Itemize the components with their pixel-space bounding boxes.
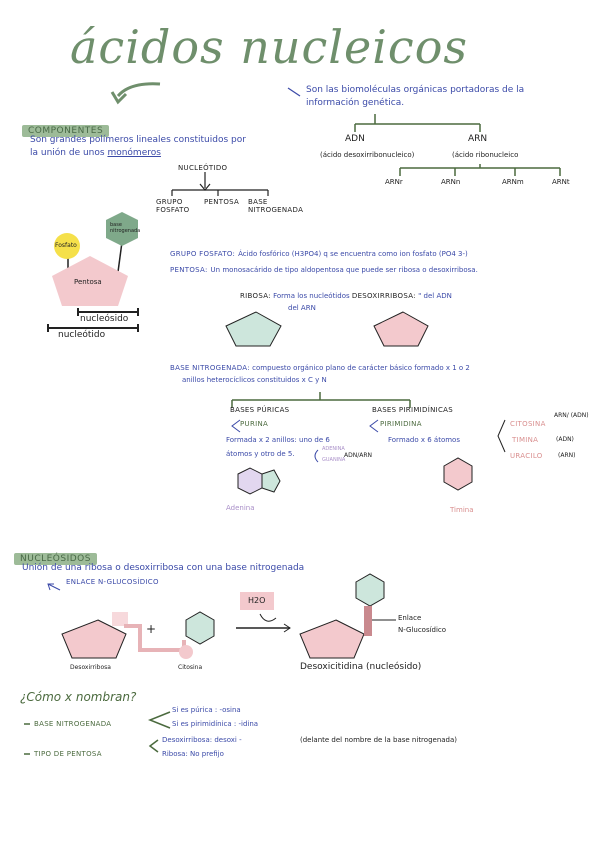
intro-text: Son las biomoléculas orgánicas portadora… xyxy=(306,85,525,108)
bullet-base: BASE NITROGENADA: compuesto orgánico pla… xyxy=(170,364,580,373)
purina-desc1: Formada x 2 anillos: uno de 6 xyxy=(226,436,330,444)
componentes-heading: COMPONENTES xyxy=(22,125,110,137)
nombrar-tipo-label: TIPO DE PENTOSA xyxy=(34,750,102,758)
nucleosidos-heading: NUCLEÓSIDOS xyxy=(14,553,97,565)
adn-label: ADN xyxy=(345,134,365,144)
citosina-caption: Citosina xyxy=(178,664,203,671)
guanina-tag: GUANINA xyxy=(322,457,346,463)
ribosa-rule: Ribosa: No prefijo xyxy=(162,750,224,758)
fosfato-label: Fosfato xyxy=(55,242,77,249)
bullet-fosfato: GRUPO FOSFATO: Ácido fosfórico (H3PO4) q… xyxy=(170,248,580,261)
desox-label: DESOXIRRIBOSA: xyxy=(351,292,416,300)
si-pirimidinica: Si es pirimidínica : -idina xyxy=(172,720,259,728)
plus-sign: + xyxy=(146,622,157,636)
bases-puricas: BASES PÚRICAS xyxy=(230,406,290,414)
uracilo-base: URACILO xyxy=(510,452,543,460)
arn-label: ARN xyxy=(468,134,488,144)
timina-caption: Timina xyxy=(450,506,474,514)
si-purica: Si es púrica : -osina xyxy=(172,706,241,714)
citosina-base: CITOSINA xyxy=(510,420,546,428)
nucleosidos-text: Unión de una ribosa o desoxirribosa con … xyxy=(22,563,305,573)
bullet-pentosa: PENTOSA: Un monosacárido de tipo aldopen… xyxy=(170,264,580,277)
componentes-line1: Son grandes polímeros lineales constitui… xyxy=(30,135,246,145)
nucleosido-label: nucleósido xyxy=(80,314,129,324)
uracilo-tag: (ARN) xyxy=(558,452,576,459)
bullet-base-text2: anillos heterocíclicos constituidos x C … xyxy=(182,376,327,384)
del-arn: del ARN xyxy=(288,304,316,312)
bullet-pentosa-label: PENTOSA: xyxy=(170,266,208,274)
desox-text: " del ADN xyxy=(418,292,452,300)
adenina-tag: ADENINA xyxy=(322,446,345,452)
part-fosfato: GRUPO FOSFATO xyxy=(156,198,190,214)
bullet-base-text1: compuesto orgánico plano de carácter bás… xyxy=(252,364,470,372)
ribosa-text: Forma los nucleótidos xyxy=(273,292,350,300)
arn-full: (ácido ribonucleico xyxy=(452,151,519,159)
nucleotido-root: NUCLEÓTIDO xyxy=(178,164,228,172)
arn-type-m: ARNm xyxy=(502,178,524,186)
purina-label: PURINA xyxy=(240,420,269,428)
ribosa-line: RIBOSA: Forma los nucleótidos DESOXIRRIB… xyxy=(240,292,540,301)
desox-note: (delante del nombre de la base nitrogena… xyxy=(300,736,458,744)
componentes-line2: la unión de unos xyxy=(30,148,105,158)
enlace-n-label2: N-Glucosídico xyxy=(398,626,447,634)
purina-desc2: átomos y otro de 5. xyxy=(226,450,295,458)
arn-type-t: ARNt xyxy=(552,178,570,186)
componentes-text: Son grandes polímeros lineales constitui… xyxy=(30,134,290,160)
desox-rule: Desoxirribosa: desoxi - xyxy=(162,736,242,744)
bullet-base-label: BASE NITROGENADA: xyxy=(170,364,250,372)
pentosa-label: Pentosa xyxy=(74,278,102,286)
water-label: H2O xyxy=(248,596,266,605)
part-pentosa: PENTOSA xyxy=(204,198,240,206)
pirimidina-desc: Formado x 6 átomos xyxy=(388,436,460,444)
desoxirribosa-caption: Desoxirribosa xyxy=(70,664,111,671)
enlace-label: ENLACE N-GLUCOSÍDICO xyxy=(66,578,159,586)
timina-tag: (ADN) xyxy=(556,436,574,443)
arn-type-n: ARNn xyxy=(441,178,461,186)
nombrar-base-label: BASE NITROGENADA xyxy=(34,720,112,728)
nucleotido-label: nucleótido xyxy=(58,330,106,340)
bullet-fosfato-label: GRUPO FOSFATO: xyxy=(170,250,236,258)
result-caption: Desoxicitidina (nucleósido) xyxy=(300,662,422,672)
adn-arn-tag: ADN/ARN xyxy=(344,452,372,459)
arn-type-r: ARNr xyxy=(385,178,403,186)
base-label: base nitrogenada xyxy=(110,222,141,234)
adn-full: (ácido desoxirribonucleico) xyxy=(320,151,415,159)
timina-base: TIMINA xyxy=(512,436,539,444)
bases-pirimidinicas: BASES PIRIMIDÍNICAS xyxy=(372,406,454,414)
adenina-caption: Adenina xyxy=(226,504,255,512)
bullet-fosfato-text: Ácido fosfórico (H3PO4) q se encuentra c… xyxy=(238,250,468,258)
part-base: BASE NITROGENADA xyxy=(248,198,304,214)
pirimidina-label: PIRIMIDINA xyxy=(380,420,422,428)
enlace-n-label: Enlace xyxy=(398,614,422,622)
citosina-tag: ARN/ (ADN) xyxy=(554,412,589,419)
nombrar-question: ¿Cómo x nombran? xyxy=(20,690,137,704)
page-title: ácidos nucleicos xyxy=(70,20,468,74)
monomeros-word: monómeros xyxy=(107,148,161,158)
bullet-pentosa-text: Un monosacárido de tipo aldopentosa que … xyxy=(210,266,478,274)
ribosa-label: RIBOSA: xyxy=(240,292,271,300)
